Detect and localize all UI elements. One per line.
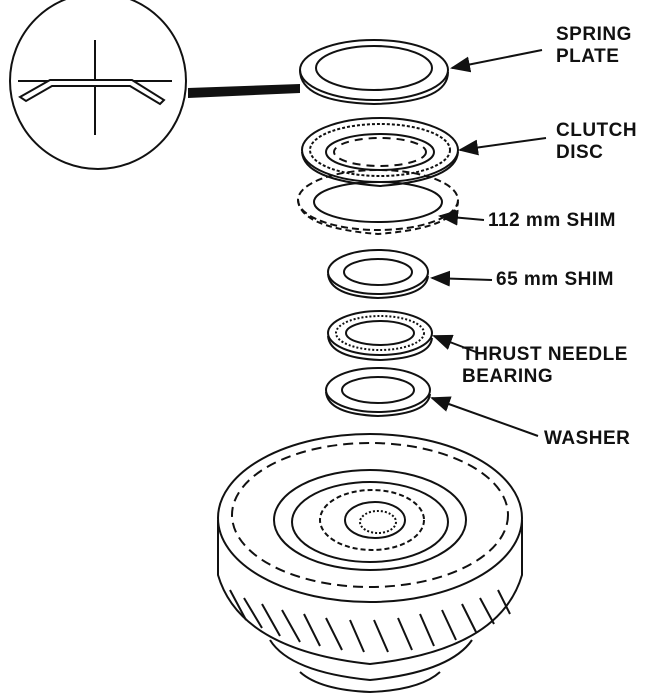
label-thrust-needle-bearing: THRUST NEEDLE BEARING — [462, 344, 628, 388]
shim-112mm — [297, 169, 459, 236]
shim-65mm — [327, 249, 429, 300]
label-65mm-shim: 65 mm SHIM — [496, 269, 614, 290]
leader-thrust-bearing — [432, 334, 477, 353]
leader-shim-65 — [430, 270, 493, 287]
label-clutch-disc-line2: DISC — [556, 142, 604, 163]
magnifier-pointer — [188, 84, 300, 98]
label-spring-plate-line2: PLATE — [556, 46, 620, 67]
leader-spring-plate — [450, 49, 543, 73]
detail-magnifier — [9, 0, 300, 170]
label-clutch-disc: CLUTCH DISC — [556, 120, 637, 164]
leader-shim-112 — [438, 209, 485, 226]
thrust-needle-bearing — [327, 310, 433, 362]
label-spring-plate-line1: SPRING — [556, 24, 632, 45]
label-spring-plate: SPRING PLATE — [556, 24, 632, 68]
leader-washer — [430, 396, 539, 437]
spring-plate — [299, 39, 449, 106]
leader-clutch-disc — [458, 137, 547, 156]
label-thrust-needle-bearing-line1: THRUST NEEDLE — [462, 344, 628, 365]
leader-lines — [430, 49, 547, 437]
label-112mm-shim: 112 mm SHIM — [488, 210, 616, 231]
label-washer: WASHER — [544, 428, 631, 449]
gear-assembly — [217, 433, 523, 694]
label-thrust-needle-bearing-line2: BEARING — [462, 366, 554, 387]
clutch-disc — [301, 117, 459, 188]
label-clutch-disc-line1: CLUTCH — [556, 120, 638, 141]
washer — [325, 367, 431, 418]
